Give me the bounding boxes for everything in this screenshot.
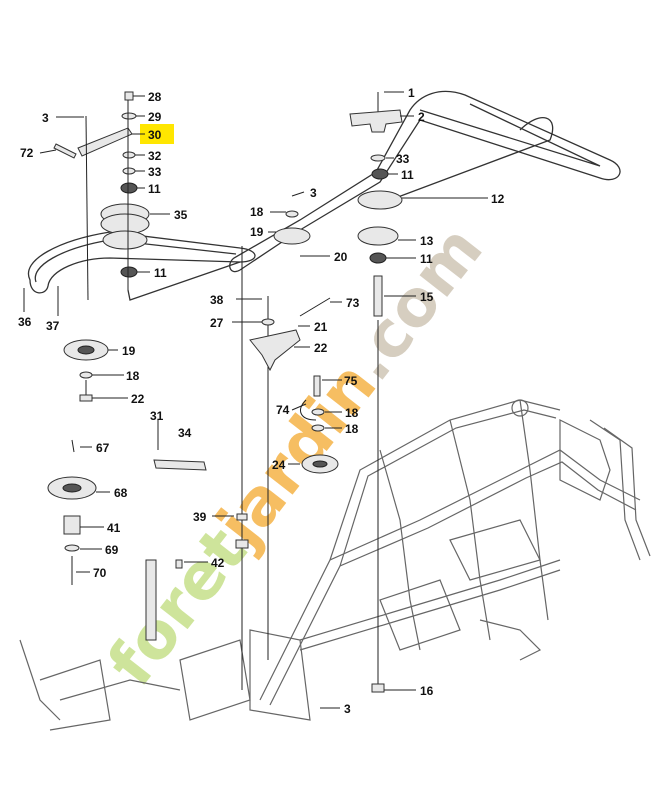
label-18-c[interactable]: 18 [345,406,359,420]
part-22-bolt [79,394,93,402]
part-72-spring [53,143,77,159]
part-69-washer [64,544,80,552]
label-18-mid[interactable]: 18 [250,205,264,219]
label-22-mid[interactable]: 22 [314,341,328,355]
labels: 28 3 29 30 72 32 33 11 35 11 36 37 19 18… [18,86,505,716]
label-36[interactable]: 36 [18,315,32,329]
label-11-b[interactable]: 11 [154,266,167,280]
label-2[interactable]: 2 [418,110,425,124]
label-28[interactable]: 28 [148,90,162,104]
label-22-left[interactable]: 22 [131,392,145,406]
label-33-right[interactable]: 33 [396,152,410,166]
label-69[interactable]: 69 [105,543,119,557]
label-19-left[interactable]: 19 [122,344,136,358]
label-11-d[interactable]: 11 [420,252,433,266]
label-31[interactable]: 31 [150,409,164,423]
label-42[interactable]: 42 [211,556,225,570]
label-75[interactable]: 75 [344,374,358,388]
middle-parts [145,210,339,690]
label-16[interactable]: 16 [420,684,434,698]
part-33-washer [122,167,136,175]
label-13[interactable]: 13 [420,234,434,248]
part-19-pulley-mid [273,227,311,245]
label-70[interactable]: 70 [93,566,107,580]
label-19-mid[interactable]: 19 [250,225,264,239]
label-11-c[interactable]: 11 [401,168,414,182]
label-72[interactable]: 72 [20,146,34,160]
label-3-left[interactable]: 3 [42,111,49,125]
label-30[interactable]: 30 [148,128,162,142]
label-73[interactable]: 73 [346,296,360,310]
belts [27,90,621,301]
part-11-bearing-lower [120,266,138,278]
label-11-a[interactable]: 11 [148,182,161,196]
chassis-frame [19,399,651,731]
part-11-bearing [120,182,138,194]
label-21[interactable]: 21 [314,320,328,334]
label-18-d[interactable]: 18 [345,422,359,436]
label-32[interactable]: 32 [148,149,162,163]
part-41-spacer [63,515,81,535]
part-28-nut [124,91,134,101]
label-41[interactable]: 41 [107,521,121,535]
label-67[interactable]: 67 [96,441,110,455]
left-stack [47,91,150,585]
part-2-bracket [349,109,403,133]
part-29-washer [121,112,137,120]
part-16-bolt [371,683,385,693]
label-20[interactable]: 20 [334,250,348,264]
label-24[interactable]: 24 [272,458,286,472]
label-37[interactable]: 37 [46,319,60,333]
part-34-plate [153,459,207,471]
part-13-pulley [357,226,399,246]
label-27[interactable]: 27 [210,316,224,330]
label-29[interactable]: 29 [148,110,162,124]
part-15-shaft [373,275,383,317]
label-15[interactable]: 15 [420,290,434,304]
label-1[interactable]: 1 [408,86,415,100]
label-74[interactable]: 74 [276,403,290,417]
highlight-box [140,124,174,144]
label-34[interactable]: 34 [178,426,192,440]
label-68[interactable]: 68 [114,486,128,500]
label-33-left[interactable]: 33 [148,165,162,179]
right-parts [349,92,403,693]
label-12[interactable]: 12 [491,192,505,206]
label-35[interactable]: 35 [174,208,188,222]
label-18-left[interactable]: 18 [126,369,140,383]
part-21-bracket [249,329,301,372]
part-18-washer [79,371,93,379]
part-32-washer [122,151,136,159]
part-plate-left [145,559,157,641]
watermark-jardin: jardin [202,349,391,562]
label-3-bottom[interactable]: 3 [344,702,351,716]
label-39[interactable]: 39 [193,510,207,524]
label-38[interactable]: 38 [210,293,224,307]
part-12-pulley [357,190,403,210]
label-3-mid[interactable]: 3 [310,186,317,200]
